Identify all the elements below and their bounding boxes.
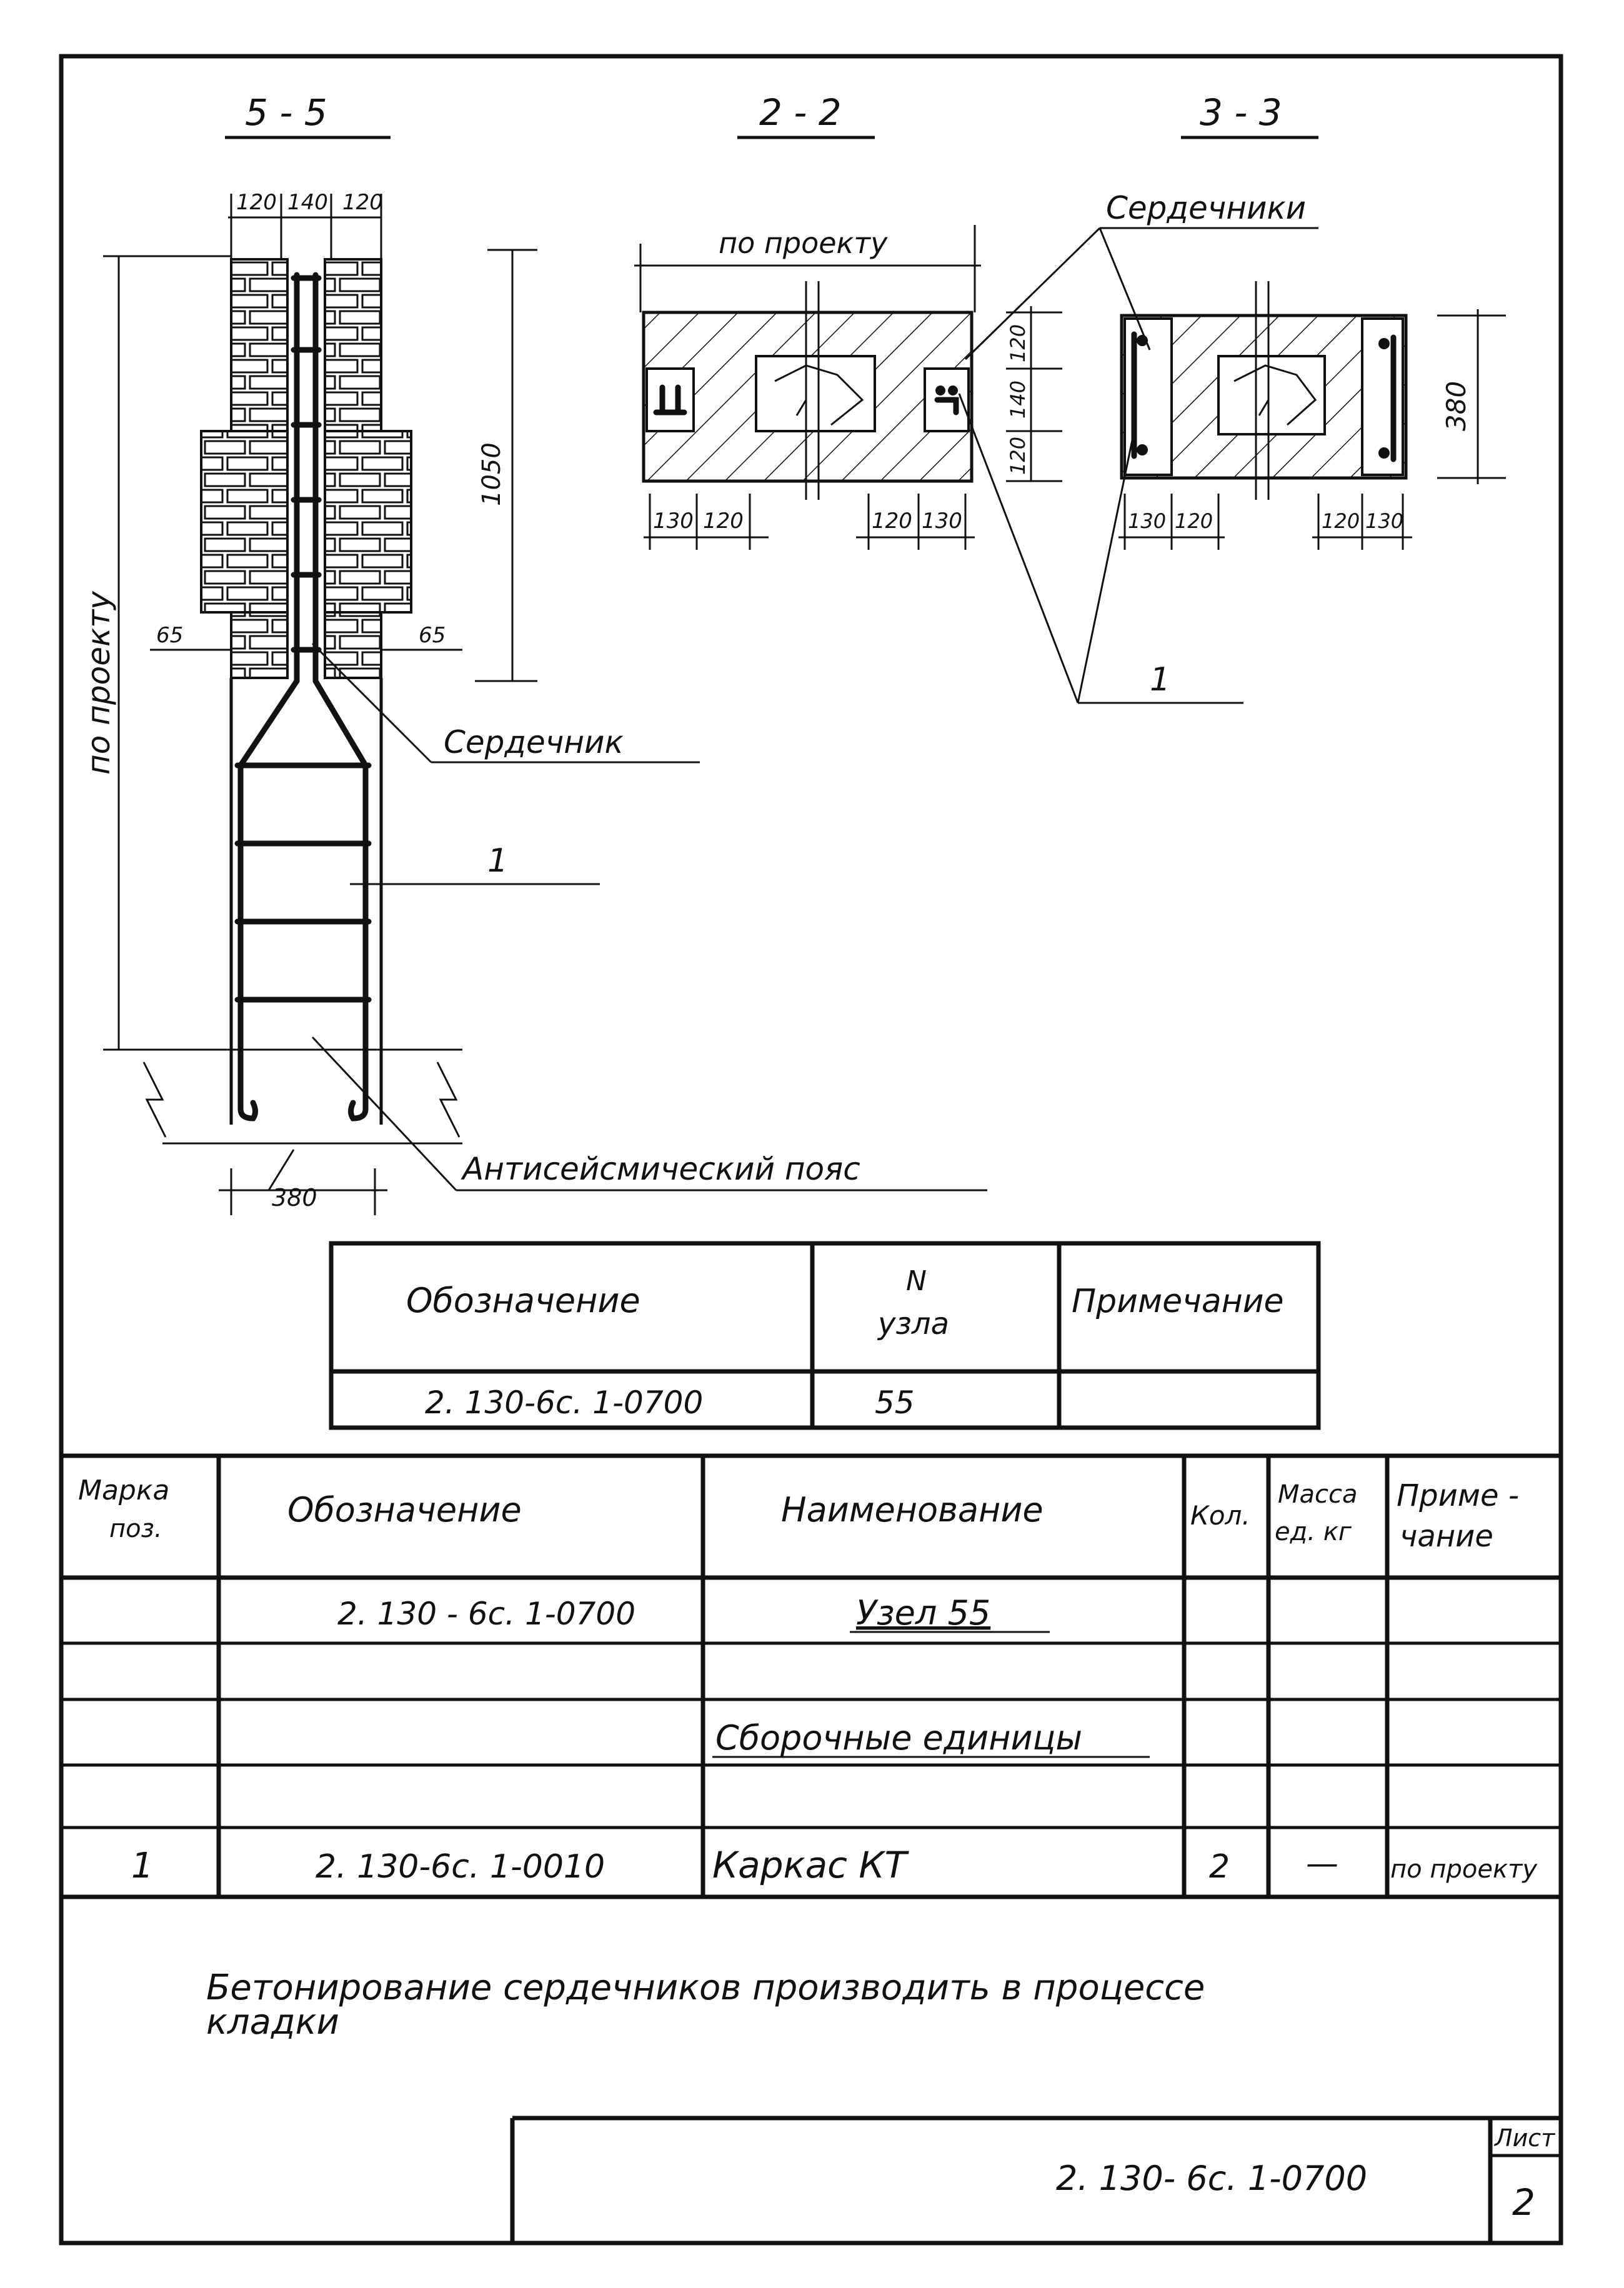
spec-header-mark-2: поз.: [109, 1515, 162, 1543]
dim-po-proektu-22: по проекту: [719, 226, 888, 260]
spec-header-note-2: чание: [1400, 1519, 1493, 1554]
note-line-1: Бетонирование сердечников производить в …: [206, 1967, 1205, 2008]
callout-serdechniki: Сердечники: [1106, 190, 1306, 226]
spec-row-4-qty: 2: [1209, 1848, 1230, 1886]
section-2-2: 2 - 2 по проекту 120 140 120: [634, 91, 1062, 550]
node-table-header-designation: Обозначение: [406, 1281, 640, 1320]
dim-33-120-right: 120: [1322, 509, 1360, 533]
spec-header-name: Наименование: [781, 1490, 1044, 1529]
title-sheet-label: Лист: [1493, 2124, 1556, 2152]
spec-header-mark-1: Марка: [78, 1475, 169, 1506]
callout-serdechnik: Сердечник: [444, 724, 624, 760]
dim-22-120-left: 120: [703, 509, 744, 534]
spec-header-note-1: Приме -: [1397, 1478, 1519, 1513]
dim-140: 140: [287, 190, 328, 215]
sheet-frame: [59, 54, 1563, 2246]
dim-65-left: 65: [156, 623, 183, 648]
section-3-3-title: 3 - 3: [1200, 91, 1282, 134]
spec-row-4-designation: 2. 130-6с. 1-0010: [316, 1848, 605, 1886]
dim-33-120-left: 120: [1175, 509, 1213, 533]
spec-row-0-name: Узел 55: [856, 1593, 990, 1633]
spec-row-4-mark: 1: [131, 1846, 154, 1886]
dim-22-130-right: 130: [922, 509, 962, 534]
dim-1050: 1050: [477, 442, 506, 506]
dim-22-v120-top: 120: [1006, 324, 1030, 362]
dim-22-v140: 140: [1006, 381, 1030, 419]
dim-po-proektu-vertical: по проекту: [81, 590, 117, 775]
spec-row-4-name: Каркас КТ: [712, 1844, 910, 1886]
callout-antiseismic-belt: Антисейсмический пояс: [461, 1151, 860, 1187]
spec-header-mass-1: Масса: [1278, 1480, 1358, 1509]
title-sheet-number: 2: [1512, 2181, 1535, 2224]
section-5-5: 5 - 5 120 140 120 по проекту 1050 65 65: [81, 91, 987, 1215]
callout-pos-1-33: 1: [1150, 661, 1170, 699]
node-table-header-node: узла: [877, 1306, 949, 1341]
node-table-designation: 2. 130-6с. 1-0700: [425, 1385, 703, 1421]
node-table: Обозначение N узла Примечание 2. 130-6с.…: [329, 1241, 1321, 1430]
section-2-2-title: 2 - 2: [759, 91, 842, 134]
dim-120-left: 120: [236, 190, 277, 215]
dim-22-120-right: 120: [872, 509, 912, 534]
dim-33-130-left: 130: [1128, 509, 1166, 533]
node-table-header-note: Примечание: [1072, 1283, 1284, 1320]
spec-row-4-note: по проекту: [1390, 1855, 1538, 1884]
dim-120-right: 120: [342, 190, 383, 215]
spec-header-mass-2: ед. кг: [1275, 1518, 1352, 1546]
callout-pos-1-55: 1: [487, 842, 508, 880]
spec-row-0-designation: 2. 130 - 6с. 1-0700: [337, 1596, 635, 1632]
dim-65-right: 65: [419, 623, 446, 648]
section-5-5-title: 5 - 5: [245, 91, 327, 134]
dim-22-130-left: 130: [653, 509, 694, 534]
spec-header-qty: Кол.: [1190, 1500, 1250, 1531]
spec-row-2-name: Сборочные единицы: [715, 1718, 1082, 1758]
title-code: 2. 130- 6с. 1-0700: [1056, 2159, 1367, 2198]
note-line-2: кладки: [206, 2002, 339, 2042]
node-table-header-n: N: [906, 1265, 927, 1297]
title-block: 2. 130- 6с. 1-0700 Лист 2: [510, 2116, 1561, 2243]
dim-22-v120-bottom: 120: [1006, 437, 1030, 475]
notes: Бетонирование сердечников производить в …: [206, 1967, 1205, 2042]
section-3-3: 3 - 3 Сердечники 380 130 120: [958, 91, 1506, 704]
dim-33-380: 380: [1441, 381, 1472, 431]
spec-header-designation: Обозначение: [287, 1490, 522, 1529]
spec-row-4-mass: —: [1306, 1845, 1338, 1883]
dim-380-bottom: 380: [272, 1184, 317, 1211]
node-table-node-number: 55: [875, 1385, 915, 1421]
dim-33-130-right: 130: [1365, 509, 1403, 533]
spec-table: Марка поз. Обозначение Наименование Кол.…: [61, 1456, 1561, 1897]
